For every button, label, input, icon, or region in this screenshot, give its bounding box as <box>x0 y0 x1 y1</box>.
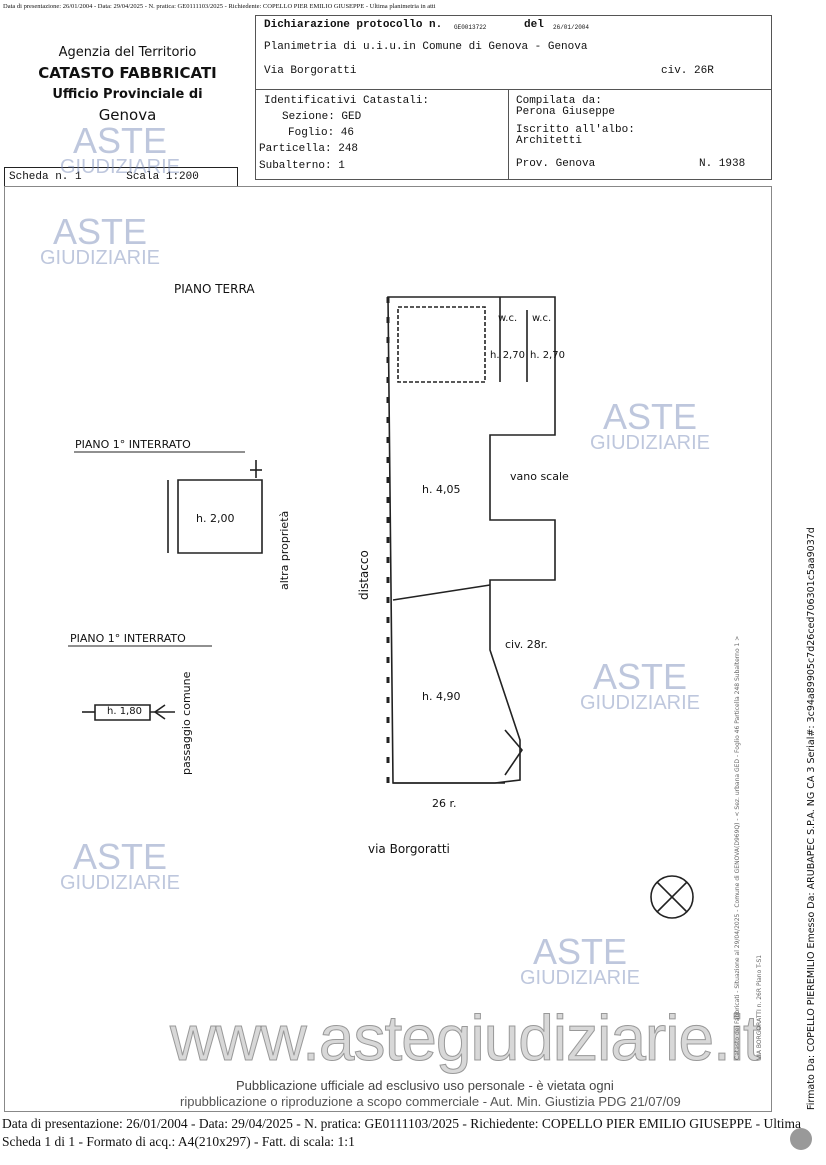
agency-name: Agenzia del Territorio <box>58 45 197 60</box>
label-wc-2: w.c. <box>532 313 552 324</box>
city: Genova <box>98 106 157 124</box>
watermark-text: GIUDIZIARIE <box>520 967 641 990</box>
watermark-text: GIUDIZIARIE <box>580 692 701 715</box>
watermark-text: ASTE <box>532 931 628 972</box>
label-piano-interrato-2: PIANO 1° INTERRATO <box>70 632 186 645</box>
catasto-side-line-1: Catasto dei Fabbricati - Situazione al 2… <box>734 635 741 1060</box>
plan-frame <box>4 186 772 1112</box>
watermark-site: www.astegiudiziarie.it <box>170 1002 762 1075</box>
ufficio: Ufficio Provinciale di <box>52 87 203 102</box>
watermark-text: ASTE <box>72 836 168 877</box>
scheda-label: Scheda n. 1 <box>9 171 82 183</box>
compilata-nome: Perona Giuseppe <box>516 106 616 118</box>
watermark-text: GIUDIZIARIE <box>590 432 711 455</box>
label-distacco: distacco <box>357 550 371 600</box>
top-info-line: Data di presentazione: 26/01/2004 - Data… <box>3 3 436 10</box>
label-height: h. 2,00 <box>196 512 235 525</box>
label-height: h. 2,70 <box>530 350 565 361</box>
scala: Scala 1:200 <box>126 171 199 183</box>
label-street: via Borgoratti <box>368 842 450 856</box>
watermark-text: ASTE <box>72 120 168 161</box>
sezione: Sezione: GED <box>282 111 362 123</box>
label-civico-28: civ. 28r. <box>505 638 548 651</box>
publication-notice-2: ripubblicazione o riproduzione a scopo c… <box>180 1094 681 1109</box>
label-height: h. 4,05 <box>422 483 461 496</box>
foglio: Foglio: 46 <box>288 127 355 139</box>
watermark-text: GIUDIZIARIE <box>40 247 161 270</box>
footer-line-1: Data di presentazione: 26/01/2004 - Data… <box>2 1116 801 1131</box>
dichiarazione-label: Dichiarazione protocollo n. <box>264 19 443 31</box>
del-date: 26/01/2004 <box>553 24 590 31</box>
compilata-label: Compilata da: <box>516 95 602 107</box>
label-civico-26: 26 r. <box>432 797 457 810</box>
numero-albo: N. 1938 <box>699 158 746 170</box>
civico: civ. 26R <box>661 65 714 77</box>
watermark-text: ASTE <box>592 656 688 697</box>
catasto-side-line-2: VIA BORGORATTI n. 26R Piano T-S1 <box>756 954 763 1060</box>
agency-block: Agenzia del Territorio CATASTO FABBRICAT… <box>30 42 225 126</box>
protocollo: GE0013722 <box>454 24 487 31</box>
watermark-text: GIUDIZIARIE <box>60 156 181 179</box>
prov: Prov. Genova <box>516 158 596 170</box>
label-wc-1: w.c. <box>498 313 518 324</box>
iscritto-label: Iscritto all'albo: <box>516 124 635 136</box>
via: Via Borgoratti <box>264 65 357 77</box>
label-altra-proprieta: altra proprietà <box>278 510 291 590</box>
watermark-text: ASTE <box>602 396 698 437</box>
identificativi-label: Identificativi Catastali: <box>264 95 430 107</box>
catasto-title: CATASTO FABBRICATI <box>38 64 217 82</box>
divider <box>508 89 509 179</box>
seal-icon <box>790 1128 812 1150</box>
divider <box>256 89 771 90</box>
del-label: del <box>524 19 544 31</box>
particella: Particella: 248 <box>259 143 359 155</box>
label-vano-scale: vano scale <box>510 470 569 483</box>
label-height: h. 2,70 <box>490 350 525 361</box>
watermark-text: ASTE <box>52 211 148 252</box>
label-height: h. 4,90 <box>422 690 461 703</box>
label-piano-interrato-1: PIANO 1° INTERRATO <box>75 438 191 451</box>
iscritto-val: Architetti <box>516 135 583 147</box>
watermark-text: GIUDIZIARIE <box>60 872 181 895</box>
digital-signature: Firmato Da: COPELLO PIEREMILIO Emesso Da… <box>806 527 817 1110</box>
label-piano-terra: PIANO TERRA <box>174 282 255 296</box>
footer-line-2: Scheda 1 di 1 - Formato di acq.: A4(210x… <box>2 1134 355 1149</box>
header-box: Dichiarazione protocollo n. GE0013722 de… <box>255 15 772 180</box>
label-height: h. 1,80 <box>107 706 142 717</box>
label-passaggio-comune: passaggio comune <box>180 671 193 775</box>
subalterno: Subalterno: 1 <box>259 160 345 172</box>
planimetria: Planimetria di u.i.u.in Comune di Genova… <box>264 41 588 53</box>
publication-notice-1: Pubblicazione ufficiale ad esclusivo uso… <box>236 1078 614 1093</box>
